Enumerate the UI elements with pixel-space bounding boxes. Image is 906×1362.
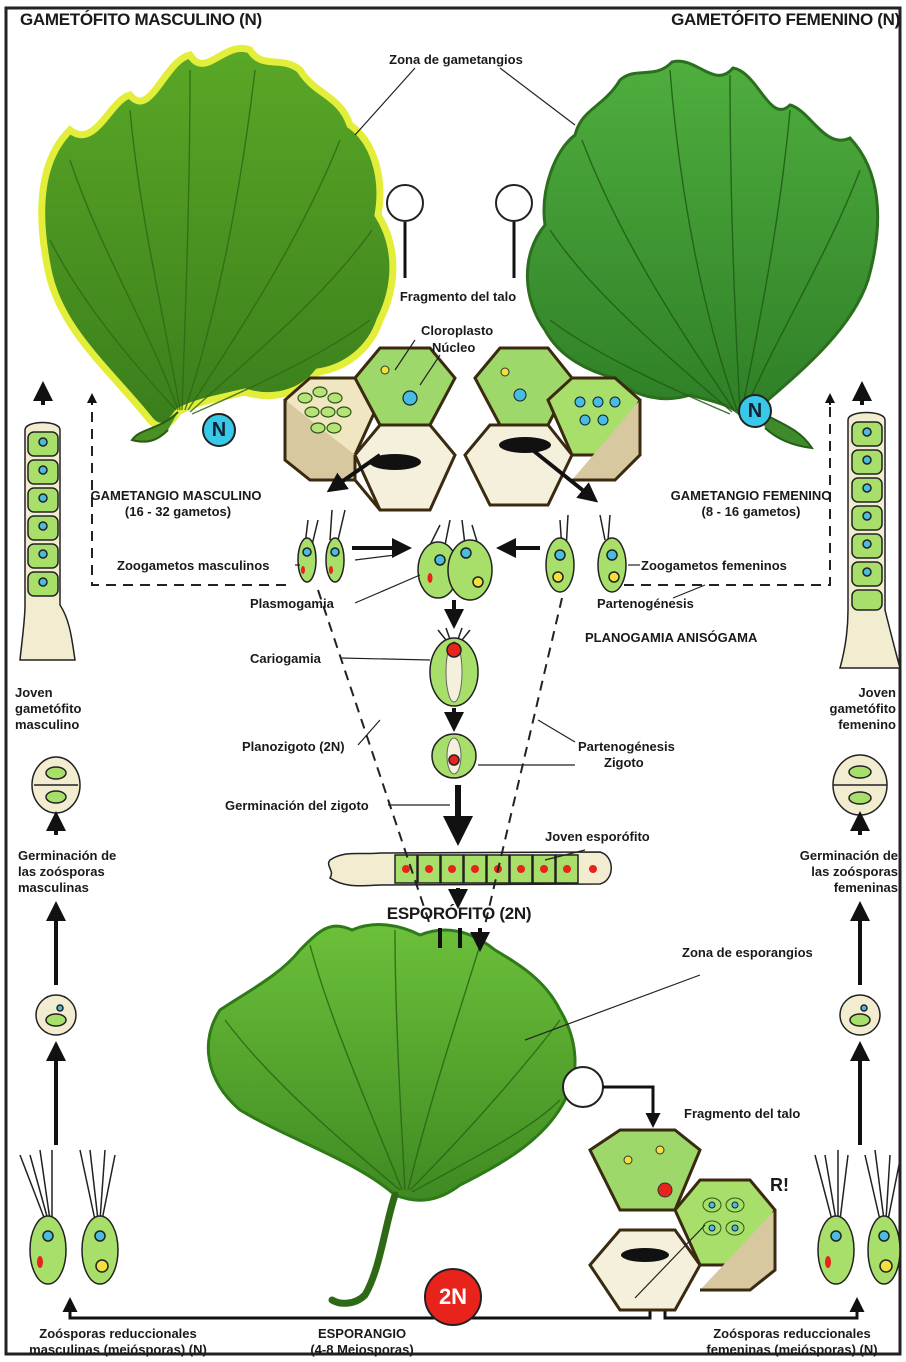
label-germinacion-zoosporas-femeninas: Germinación de las zoósporas femeninas — [800, 848, 898, 896]
label-fragmento-talo-bottom: Fragmento del talo — [684, 1106, 800, 1121]
plasmogamy-cell — [418, 520, 492, 600]
label-zoosp-fem-line1: Zoósporas reduccionales — [706, 1326, 877, 1342]
label-fragmento-talo-top: Fragmento del talo — [400, 289, 516, 304]
label-germinacion-zigoto: Germinación del zigoto — [225, 798, 369, 813]
female-zoogametes — [546, 515, 626, 592]
male-gametophyte-title: GAMETÓFITO MASCULINO (N) — [20, 12, 262, 27]
young-male-gametophyte — [20, 423, 75, 661]
male-zoospores — [20, 1150, 118, 1284]
label-germ-masc-line3: masculinas — [18, 880, 116, 896]
female-zoospores — [815, 1150, 900, 1284]
sporophyte-title: ESPORÓFITO (2N) — [387, 906, 531, 921]
ploidy-badge-male: N — [202, 413, 236, 447]
label-gametangio-femenino: GAMETANGIO FEMENINO — [671, 488, 832, 503]
label-germ-fem-line3: femeninas — [800, 880, 898, 896]
label-esporangio-line1: ESPORANGIO — [310, 1326, 413, 1342]
label-zoosporas-femeninas: Zoósporas reduccionales femeninas (meiós… — [706, 1326, 877, 1358]
label-partenogenesis: Partenogénesis — [597, 596, 694, 611]
label-zona-gametangios: Zona de gametangios — [389, 52, 523, 67]
label-joven-gam-fem-line2: gametófito — [830, 701, 896, 717]
label-germ-masc-line1: Germinación de — [18, 848, 116, 864]
label-joven-esporofito: Joven esporófito — [545, 829, 650, 844]
label-joven-gam-masc-line3: masculino — [15, 717, 81, 733]
label-zoosporas-masculinas: Zoósporas reduccionales masculinas (meió… — [29, 1326, 207, 1358]
label-zigoto-line: Zigoto — [578, 755, 675, 771]
label-joven-gam-masc-line1: Joven — [15, 685, 81, 701]
label-esporangio: ESPORANGIO (4-8 Meiosporas) — [310, 1326, 413, 1358]
male-spore — [36, 995, 76, 1035]
label-germ-masc-line2: las zoósporas — [18, 864, 116, 880]
label-zoosp-masc-line2: masculinas (meiósporas) (N) — [29, 1342, 207, 1358]
label-planozigoto: Planozigoto (2N) — [242, 739, 345, 754]
male-spore-germinating — [32, 757, 80, 813]
planozygote-cell — [432, 734, 476, 778]
ploidy-badge-female: N — [738, 394, 772, 428]
young-female-gametophyte — [840, 413, 900, 669]
label-r-mark: R! — [770, 1178, 789, 1193]
karyogamy-cell — [430, 628, 478, 706]
label-gametangio-masculino-count: (16 - 32 gametos) — [125, 504, 231, 519]
label-zona-esporangios: Zona de esporangios — [682, 945, 813, 960]
sporophyte-thallus-graphic — [208, 925, 653, 1304]
label-joven-gam-masc-line2: gametófito — [15, 701, 81, 717]
label-planogamia-anisogama: PLANOGAMIA ANISÓGAMA — [585, 630, 757, 645]
female-spore-germinating — [833, 755, 887, 815]
label-zoosp-fem-line2: femeninas (meiósporas) (N) — [706, 1342, 877, 1358]
label-germ-fem-line2: las zoósporas — [800, 864, 898, 880]
label-partenogenesis-zigoto: Partenogénesis Zigoto — [578, 739, 675, 771]
label-germinacion-zoosporas-masculinas: Germinación de las zoósporas masculinas — [18, 848, 116, 896]
label-nucleo: Núcleo — [432, 340, 475, 355]
label-cloroplasto: Cloroplasto — [421, 323, 493, 338]
label-joven-gam-fem-line3: femenino — [830, 717, 896, 733]
label-esporangio-line2: (4-8 Meiosporas) — [310, 1342, 413, 1358]
label-joven-gam-fem-line1: Joven — [830, 685, 896, 701]
ploidy-badge-sporophyte: 2N — [424, 1268, 482, 1326]
label-zoogametos-femeninos: Zoogametos femeninos — [641, 558, 787, 573]
label-zoogametos-masculinos: Zoogametos masculinos — [117, 558, 269, 573]
label-germ-fem-line1: Germinación de — [800, 848, 898, 864]
label-gametangio-femenino-count: (8 - 16 gametos) — [702, 504, 801, 519]
label-gametangio-masculino: GAMETANGIO MASCULINO — [91, 488, 262, 503]
female-spore — [840, 995, 880, 1035]
female-gametophyte-title: GAMETÓFITO FEMENINO (N) — [671, 12, 900, 27]
sporangium-cells — [590, 1130, 775, 1310]
label-plasmogamia: Plasmogamia — [250, 596, 334, 611]
label-cariogamia: Cariogamia — [250, 651, 321, 666]
label-joven-gametofito-masculino: Joven gametófito masculino — [15, 685, 81, 733]
young-sporophyte-filament — [329, 852, 612, 886]
label-partenogenesis-line: Partenogénesis — [578, 739, 675, 755]
male-zoogametes — [298, 510, 345, 582]
label-joven-gametofito-femenino: Joven gametófito femenino — [830, 685, 896, 733]
label-zoosp-masc-line1: Zoósporas reduccionales — [29, 1326, 207, 1342]
